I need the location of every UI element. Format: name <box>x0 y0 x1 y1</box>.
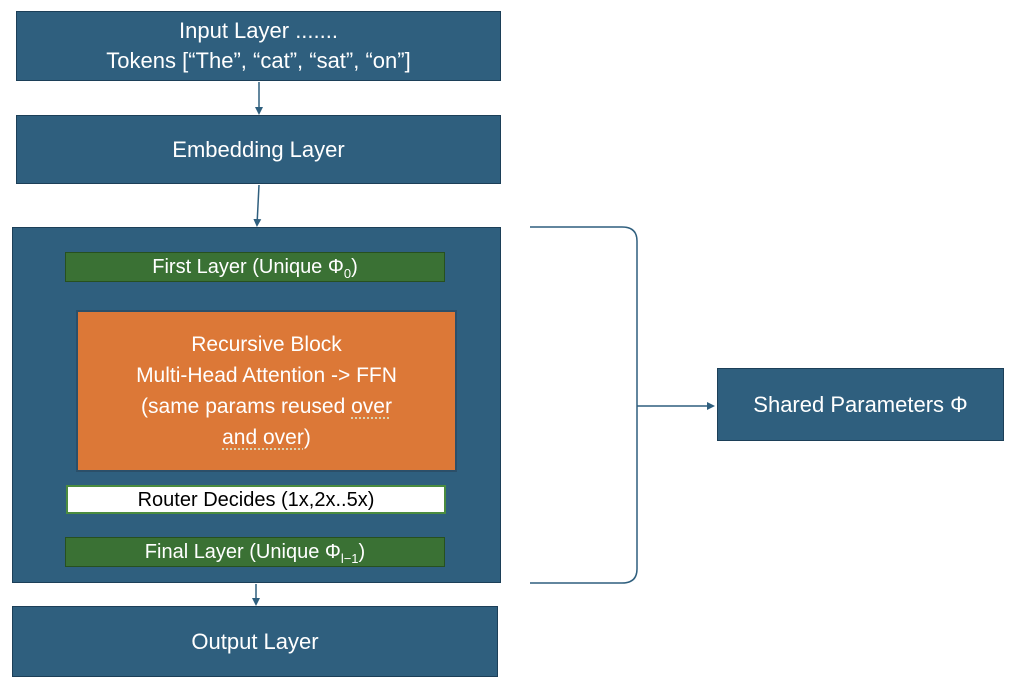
output-layer-box: Output Layer <box>12 606 498 677</box>
recursive-note-close: ) <box>303 426 311 449</box>
recursive-block-title: Recursive Block <box>191 333 342 356</box>
input-layer-box: Input Layer ....... Tokens [“The”, “cat”… <box>16 11 501 81</box>
input-layer-tokens: Tokens [“The”, “cat”, “sat”, “on”] <box>106 48 411 73</box>
recursive-note-over: over <box>351 395 392 418</box>
recursive-block-box: Recursive Block Multi-Head Attention -> … <box>76 310 457 472</box>
recursive-note-and-over: and over <box>222 426 304 449</box>
first-layer-label: First Layer (Unique Φ0) <box>152 255 358 281</box>
recursive-note-pre: (same params reused <box>141 395 352 418</box>
recursive-block-note-line1: (same params reused over <box>141 391 392 422</box>
shared-parameters-brace <box>530 226 638 584</box>
first-layer-box: First Layer (Unique Φ0) <box>65 252 445 282</box>
input-layer-title: Input Layer ....... <box>179 18 338 43</box>
final-layer-label: Final Layer (Unique Φl−1) <box>144 540 366 566</box>
router-box: Router Decides (1x,2x..5x) <box>66 485 446 514</box>
first-layer-close: ) <box>351 256 358 278</box>
output-layer-label: Output Layer <box>191 628 319 654</box>
recursive-block-note-line2: and over) <box>222 422 311 453</box>
final-layer-box: Final Layer (Unique Φl−1) <box>65 537 445 567</box>
final-layer-text: Final Layer (Unique Φ <box>144 541 341 563</box>
final-layer-close: ) <box>358 541 366 563</box>
embedding-layer-label: Embedding Layer <box>172 136 345 162</box>
first-layer-subscript: 0 <box>343 266 352 281</box>
shared-parameters-box: Shared Parameters Φ <box>717 368 1004 441</box>
shared-parameters-label: Shared Parameters Φ <box>753 391 968 417</box>
final-layer-subscript: l−1 <box>340 551 359 566</box>
first-layer-text: First Layer (Unique Φ <box>152 256 344 278</box>
embedding-layer-box: Embedding Layer <box>16 115 501 184</box>
router-label: Router Decides (1x,2x..5x) <box>137 488 375 511</box>
recursive-block-ops: Multi-Head Attention -> FFN <box>136 364 397 387</box>
arrow-embedding-to-model <box>253 184 262 227</box>
